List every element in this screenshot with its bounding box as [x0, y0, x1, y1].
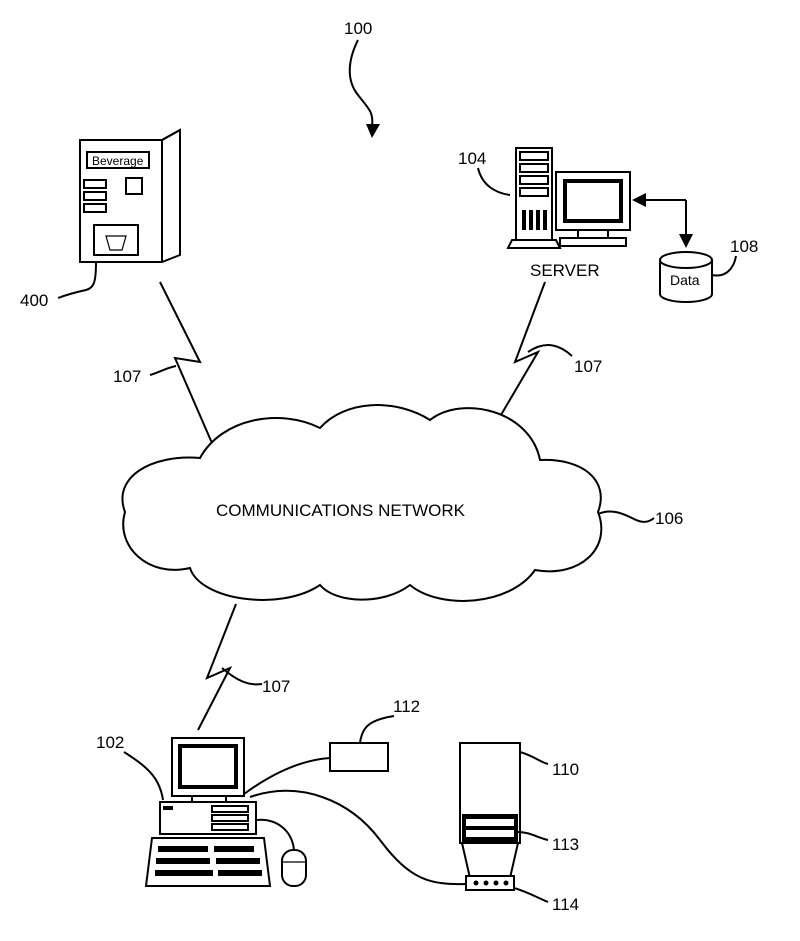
mouse-cable [255, 818, 295, 851]
database-label: Data [670, 272, 700, 288]
peripheral-device [329, 742, 389, 772]
link-right-label: 107 [574, 357, 602, 376]
system-ref-label: 100 [344, 19, 372, 38]
peripheral-ref-label: 112 [393, 697, 420, 716]
network-label: COMMUNICATIONS NETWORK [216, 501, 466, 520]
system-ref-leader [348, 39, 374, 127]
vending-sign-label: Beverage [92, 154, 144, 168]
vending-sign-panel [86, 151, 150, 169]
database-ref-label: 108 [730, 237, 758, 256]
client-monitor [171, 737, 245, 803]
arrowhead-down-icon [679, 234, 693, 248]
vending-ref-leader [57, 261, 97, 299]
server-tower [506, 147, 562, 249]
tower-panel-ref-label: 113 [552, 835, 579, 854]
tower-panel-ref-leader [517, 831, 549, 841]
server-monitor [555, 171, 631, 247]
link-bottom-label: 107 [262, 677, 290, 696]
client-desktop-unit [159, 801, 257, 835]
vending-coin-slot [125, 177, 143, 195]
system-ref-arrowhead [366, 124, 380, 138]
arrowhead-left-icon [632, 193, 646, 207]
server-caption: SERVER [530, 261, 600, 280]
vending-machine: Beverage [79, 128, 181, 263]
client-ref-leader [123, 751, 164, 801]
database-ref-leader [711, 255, 737, 277]
client-mouse [281, 849, 307, 887]
tower-ref-label: 110 [552, 760, 579, 779]
network-ref-label: 106 [655, 509, 683, 528]
vending-button-3 [83, 203, 107, 213]
client-ref-label: 102 [96, 733, 124, 752]
server-ref-label: 104 [458, 149, 486, 168]
cup-icon [105, 235, 127, 251]
vending-button-2 [83, 191, 107, 201]
wireless-link-left [159, 281, 216, 451]
vending-button-1 [83, 179, 107, 189]
network-ref-leader [597, 510, 655, 523]
peripheral-cable [243, 757, 331, 795]
client-keyboard [144, 837, 272, 887]
connector-device [465, 875, 515, 891]
connector-ref-leader [513, 887, 549, 903]
peripheral-ref-leader [359, 715, 395, 744]
link-left-label: 107 [113, 367, 141, 386]
link-left-leader [149, 365, 177, 376]
connector-cable [249, 789, 467, 886]
storage-tower [459, 742, 521, 879]
link-bottom-leader [221, 667, 263, 686]
server-ref-leader [477, 167, 511, 196]
network-cloud [121, 404, 603, 602]
wireless-link-right [497, 281, 546, 421]
database [659, 251, 713, 303]
wireless-link-bottom [197, 603, 237, 731]
link-right-leader [527, 344, 573, 357]
connector-ref-label: 114 [552, 895, 579, 914]
tower-ref-leader [519, 751, 549, 765]
vending-ref-label: 400 [20, 291, 48, 310]
